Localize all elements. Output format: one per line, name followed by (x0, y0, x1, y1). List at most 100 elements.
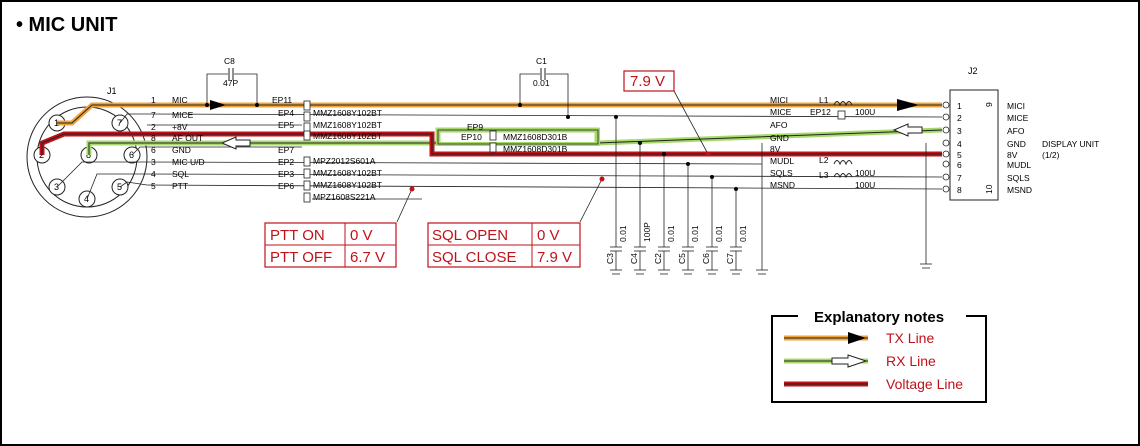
page-title: • MIC UNIT (16, 14, 118, 36)
svg-text:100U: 100U (855, 107, 875, 117)
svg-text:EP7: EP7 (278, 145, 294, 155)
svg-text:2: 2 (151, 122, 156, 132)
svg-text:0.01: 0.01 (618, 225, 628, 242)
svg-text:J2: J2 (968, 66, 978, 76)
bypass-capacitor-labels: C3 0.01 C4 100P C2 0.01 C5 0.01 C6 0.01 … (605, 222, 748, 264)
svg-text:MMZ1608Y102BT: MMZ1608Y102BT (313, 180, 382, 190)
svg-text:100U: 100U (855, 180, 875, 190)
svg-text:L2: L2 (819, 155, 829, 165)
svg-text:EP2: EP2 (278, 157, 294, 167)
ep9-ep10-group: EP9 EP10 MMZ1608D301B MMZ1608D301B (461, 122, 568, 154)
display-unit-sub: (1/2) (1042, 150, 1060, 160)
legend-voltage-label: Voltage Line (886, 376, 963, 392)
svg-text:6: 6 (151, 145, 156, 155)
legend-title: Explanatory notes (814, 309, 944, 326)
legend-rx-label: RX Line (886, 353, 936, 369)
svg-text:MICI: MICI (1007, 101, 1025, 111)
callout-dots (409, 151, 711, 192)
j1-internal-wire (86, 173, 147, 200)
svg-text:10: 10 (984, 184, 994, 194)
ground-symbols (610, 263, 932, 275)
voltage-callout: 7.9 V (623, 70, 675, 92)
svg-text:6: 6 (957, 160, 962, 170)
j1-pin-number: 6 (129, 150, 134, 160)
j1-internal-wire (119, 113, 147, 124)
c1-name: C1 (536, 56, 547, 66)
svg-text:GND: GND (172, 145, 191, 155)
svg-text:SQL: SQL (172, 169, 189, 179)
ep10-bead: MMZ1608D301B (503, 144, 568, 154)
ep-labels: EP11 EP4 EP5 EP7 EP2 EP3 EP6 (272, 95, 294, 191)
j2-connector: J2 1 2 3 4 5 6 7 8 9 10 MICI MICE (942, 66, 1099, 201)
svg-text:EP12: EP12 (810, 107, 831, 117)
svg-text:0 V: 0 V (537, 227, 560, 244)
tx-arrow (210, 100, 226, 110)
svg-text:C3: C3 (605, 253, 615, 264)
svg-text:EP5: EP5 (278, 120, 294, 130)
svg-text:C7: C7 (725, 253, 735, 264)
svg-text:7.9 V: 7.9 V (537, 249, 572, 266)
tx-arrow-right (897, 99, 919, 111)
svg-text:MPZ2012S601A: MPZ2012S601A (313, 156, 376, 166)
j1-outer-ring (26, 96, 148, 218)
svg-text:AF OUT: AF OUT (172, 133, 203, 143)
svg-text:MMZ1608Y102BT: MMZ1608Y102BT (313, 108, 382, 118)
inductors: L1 EP12 100U L2 100U L3 100U (810, 95, 875, 190)
svg-text:MICE: MICE (770, 107, 792, 117)
svg-text:0.01: 0.01 (690, 225, 700, 242)
mid-signal-labels: MICI MICE AFO GND 8V MUDL SQLS MSND (770, 95, 795, 190)
svg-text:4: 4 (151, 169, 156, 179)
svg-text:MUDL: MUDL (770, 156, 794, 166)
legend-tx-label: TX Line (886, 330, 934, 346)
svg-text:100P: 100P (642, 222, 652, 242)
ep10-label: EP10 (461, 132, 482, 142)
j1-internal-wire (119, 181, 148, 188)
voltage-line (39, 131, 942, 157)
svg-text:EP6: EP6 (278, 181, 294, 191)
svg-text:PTT: PTT (172, 181, 188, 191)
svg-text:SQL CLOSE: SQL CLOSE (432, 249, 516, 266)
svg-text:8V: 8V (770, 144, 781, 154)
svg-text:EP11: EP11 (272, 95, 292, 105)
svg-text:MSND: MSND (770, 180, 795, 190)
rx-arrow (220, 136, 251, 150)
ep9-bead: MMZ1608D301B (503, 132, 568, 142)
svg-text:MSND: MSND (1007, 185, 1032, 195)
c8-value: 47P (223, 78, 238, 88)
svg-text:8: 8 (957, 185, 962, 195)
svg-text:MICI: MICI (770, 95, 788, 105)
svg-text:MICE: MICE (172, 110, 194, 120)
j1-pin-number: 5 (117, 182, 122, 192)
signal-wires (146, 73, 943, 223)
svg-text:8V: 8V (1007, 150, 1018, 160)
svg-text:4: 4 (957, 139, 962, 149)
svg-text:3: 3 (957, 126, 962, 136)
svg-text:5: 5 (151, 181, 156, 191)
svg-text:MUDL: MUDL (1007, 160, 1031, 170)
svg-text:100U: 100U (855, 168, 875, 178)
svg-text:C4: C4 (629, 253, 639, 264)
svg-text:SQLS: SQLS (1007, 173, 1030, 183)
svg-text:SQLS: SQLS (770, 168, 793, 178)
svg-text:PTT OFF: PTT OFF (270, 249, 332, 266)
svg-text:C6: C6 (701, 253, 711, 264)
svg-text:0.01: 0.01 (666, 225, 676, 242)
j1-internal-wire (131, 146, 147, 156)
svg-text:1: 1 (957, 101, 962, 111)
svg-text:MICE: MICE (1007, 113, 1029, 123)
svg-text:SQL OPEN: SQL OPEN (432, 227, 508, 244)
svg-text:GND: GND (770, 133, 789, 143)
svg-text:3: 3 (151, 157, 156, 167)
legend: Explanatory notes TX Line RX Line Voltag… (771, 307, 987, 403)
feedback-capacitors (228, 68, 546, 80)
svg-text:EP3: EP3 (278, 169, 294, 179)
svg-text:MMZ1608Y102BT: MMZ1608Y102BT (313, 120, 382, 130)
c8-name: C8 (224, 56, 235, 66)
bypass-capacitors (610, 117, 927, 270)
svg-text:MPZ1608S221A: MPZ1608S221A (313, 192, 376, 202)
svg-text:AFO: AFO (1007, 126, 1025, 136)
svg-text:1: 1 (151, 95, 156, 105)
svg-text:5: 5 (957, 150, 962, 160)
